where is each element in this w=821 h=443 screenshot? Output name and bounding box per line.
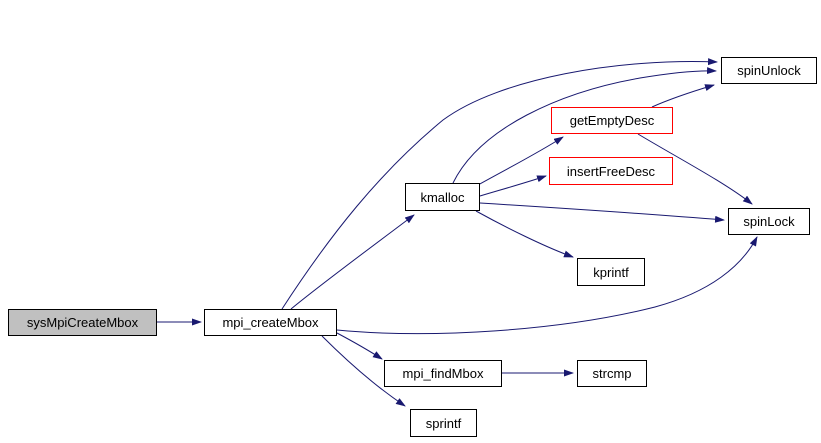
node-sprintf[interactable]: sprintf: [410, 409, 477, 437]
node-insertFreeDesc[interactable]: insertFreeDesc: [549, 157, 673, 185]
edge-getEmptyDesc-to-spinLock: [637, 133, 753, 205]
edge-kmalloc-to-getEmptyDesc: [477, 136, 564, 186]
node-label: mpi_findMbox: [402, 366, 484, 381]
node-label: sprintf: [425, 415, 462, 431]
node-mpi_createMbox[interactable]: mpi_createMbox: [204, 309, 337, 336]
node-label: kmalloc: [420, 189, 465, 205]
edge-mpi_createMbox-to-sprintf: [321, 335, 406, 407]
edge-kmalloc-to-insertFreeDesc: [479, 175, 547, 197]
node-strcmp[interactable]: strcmp: [577, 360, 647, 387]
node-label: spinLock: [743, 214, 795, 229]
edge-mpi_createMbox-to-mpi_findMbox: [336, 332, 383, 360]
edge-kmalloc-to-kprintf: [475, 210, 574, 258]
edge-mpi_createMbox-to-kmalloc: [290, 214, 415, 310]
node-label: mpi_createMbox: [222, 315, 319, 330]
node-label: insertFreeDesc: [566, 163, 656, 179]
edge-getEmptyDesc-to-spinUnlock: [651, 84, 715, 108]
node-label: kprintf: [593, 264, 629, 280]
node-spinLock[interactable]: spinLock: [728, 208, 810, 235]
node-kmalloc[interactable]: kmalloc: [405, 183, 480, 211]
node-label: sysMpiCreateMbox: [26, 315, 139, 330]
edge-mpi_createMbox-to-spinUnlock: [281, 58, 718, 310]
edge-kmalloc-to-spinUnlock: [452, 67, 717, 184]
node-sysMpiCreateMbox: sysMpiCreateMbox: [8, 309, 157, 336]
node-spinUnlock[interactable]: spinUnlock: [721, 57, 817, 84]
node-label: getEmptyDesc: [569, 113, 655, 128]
node-label: spinUnlock: [737, 63, 801, 78]
edge-mpi_createMbox-to-spinLock: [336, 236, 758, 335]
node-mpi_findMbox[interactable]: mpi_findMbox: [384, 360, 502, 387]
node-getEmptyDesc[interactable]: getEmptyDesc: [551, 107, 673, 134]
edge-kmalloc-to-spinLock: [479, 202, 725, 223]
node-label: strcmp: [592, 366, 632, 381]
node-kprintf[interactable]: kprintf: [577, 258, 645, 286]
